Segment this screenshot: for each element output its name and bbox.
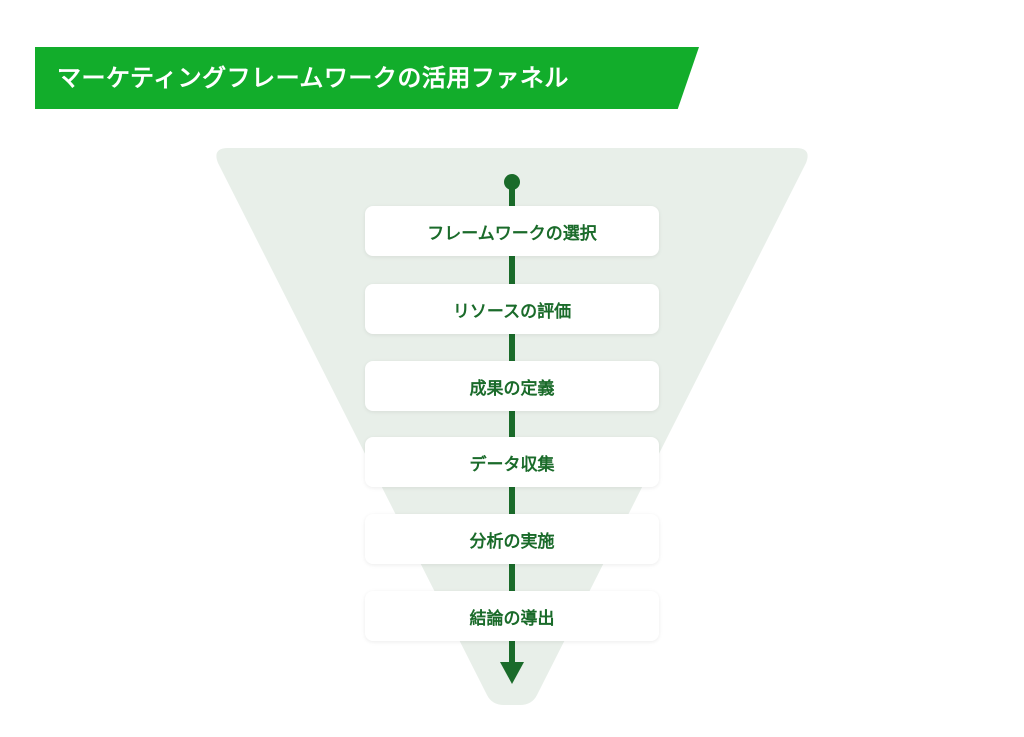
funnel-step-4: データ収集 xyxy=(365,437,659,487)
step-label: 分析の実施 xyxy=(469,531,555,552)
page-title: マーケティングフレームワークの活用ファネル xyxy=(57,64,569,92)
step-label: リソースの評価 xyxy=(452,301,572,322)
flow-arrow-line xyxy=(509,182,515,664)
step-label: フレームワークの選択 xyxy=(427,223,597,244)
step-label: 成果の定義 xyxy=(469,378,555,399)
funnel-step-5: 分析の実施 xyxy=(365,514,659,564)
funnel-step-3: 成果の定義 xyxy=(365,361,659,411)
step-label: データ収集 xyxy=(469,454,555,475)
funnel-step-2: リソースの評価 xyxy=(365,284,659,334)
funnel-step-6: 結論の導出 xyxy=(365,591,659,641)
funnel-step-1: フレームワークの選択 xyxy=(365,206,659,256)
title-banner xyxy=(35,47,699,109)
flow-arrow-head xyxy=(500,662,524,684)
step-label: 結論の導出 xyxy=(469,608,555,629)
